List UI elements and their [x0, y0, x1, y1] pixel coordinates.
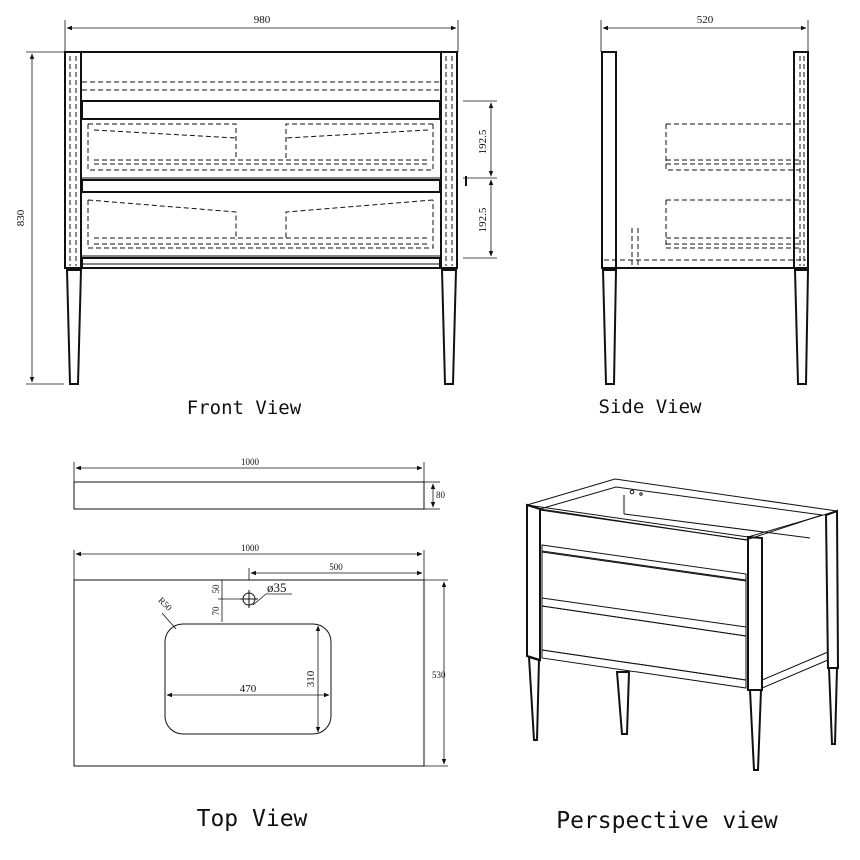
front-height-label: 830 [15, 209, 27, 226]
side-depth-label: 520 [697, 14, 714, 26]
drawer-2-height-label: 192.5 [477, 207, 489, 232]
basin-radius-label: R50 [156, 595, 174, 613]
drawer-1-height-label: 192.5 [477, 129, 489, 154]
slab-thickness-label: 80 [436, 490, 446, 500]
side-view-caption: Side View [599, 396, 703, 418]
slab-length-label: 1000 [241, 457, 260, 467]
front-height-dimension: 830 [15, 51, 64, 385]
basin-width-label: 470 [240, 683, 257, 695]
tap-from-edge-label: 70 [211, 606, 221, 616]
top-depth-label: 530 [432, 670, 446, 680]
basin-outline [164, 623, 332, 735]
top-length-label: 1000 [241, 543, 260, 553]
tap-position-dimensions: 70 50 [211, 580, 242, 622]
basin-radius-callout: R50 [156, 595, 177, 630]
slab-length-dimension: 1000 [73, 457, 425, 482]
front-view: 980 830 [15, 14, 497, 419]
slab-thickness-dimension: 80 [424, 481, 446, 510]
basin-depth-dimension: 310 [305, 625, 321, 733]
tap-offset-dimension: 500 [248, 562, 423, 580]
side-view: 520 Side View [599, 14, 810, 418]
basin-depth-label: 310 [305, 670, 317, 687]
drawer-height-dimensions: 192.5 192.5 [463, 100, 497, 259]
front-view-caption: Front View [187, 397, 302, 419]
perspective-view-caption: Perspective view [556, 808, 778, 834]
basin-width-dimension: 470 [166, 683, 330, 698]
countertop-plan [73, 579, 425, 767]
tap-hole: ø35 [240, 580, 292, 608]
tap-offset-label: 500 [329, 562, 343, 572]
top-view: 1000 80 1000 500 530 [73, 457, 448, 832]
top-length-dimension: 1000 [73, 543, 425, 580]
top-depth-dimension: 530 [424, 579, 448, 767]
front-width-label: 980 [254, 14, 271, 26]
perspective-view: Perspective view [526, 478, 840, 834]
tap-to-basin-label: 50 [211, 584, 221, 594]
countertop-slab-elevation [73, 481, 425, 510]
front-width-dimension: 980 [64, 14, 459, 52]
top-view-caption: Top View [197, 806, 308, 832]
side-depth-dimension: 520 [600, 14, 809, 52]
tap-hole-label: ø35 [267, 580, 287, 595]
